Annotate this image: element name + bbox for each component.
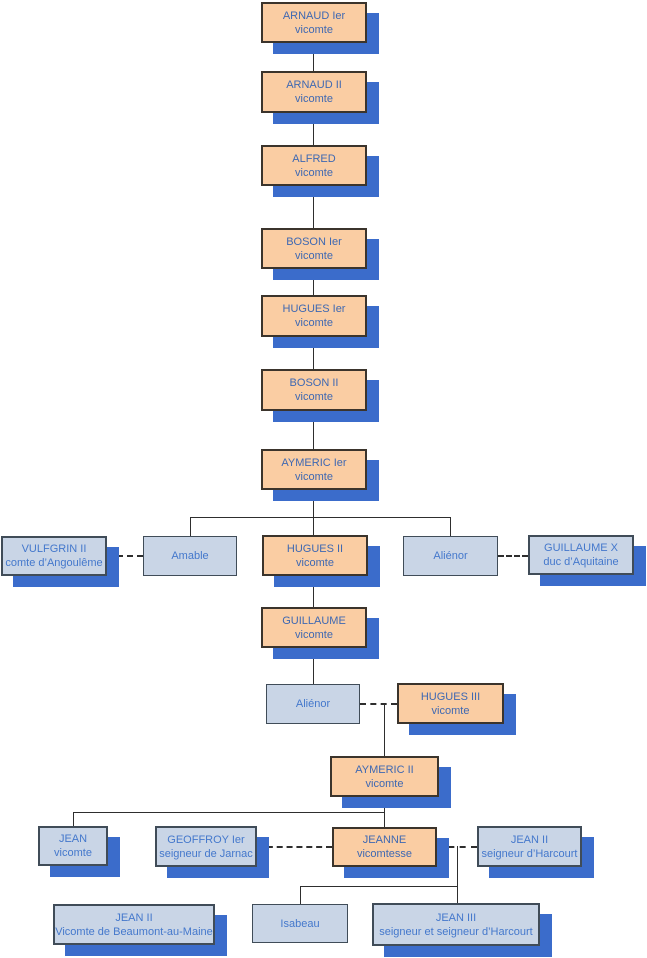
person-title: duc d’Aquitaine — [543, 556, 619, 568]
person-name: GEOFFROY Ier — [167, 833, 245, 846]
person-title: vicomte — [431, 704, 470, 717]
node-alienor: Aliénor — [403, 536, 498, 576]
node-guillaume-x: GUILLAUME X duc d’Aquitaine — [528, 535, 634, 575]
person-title: vicomte — [295, 93, 333, 105]
connector-line — [190, 517, 191, 536]
person-title: comte d’Angoulême — [5, 557, 103, 569]
node-guillaume: GUILLAUME vicomte — [261, 607, 367, 648]
connector-line — [384, 812, 385, 827]
person-name: ALFRED — [292, 152, 336, 165]
node-jeanne: JEANNE vicomtesse — [332, 827, 437, 867]
person-name: JEAN II — [115, 911, 153, 924]
person-name: AYMERIC II — [355, 763, 414, 776]
person-title: vicomte — [54, 847, 92, 859]
person-name: VULFGRIN II — [21, 543, 87, 555]
person-name: GUILLAUME — [282, 614, 346, 627]
person-name: JEAN II — [510, 833, 549, 846]
person-name: GUILLAUME X — [544, 542, 618, 554]
node-arnaud-2: ARNAUD II vicomte — [261, 71, 367, 113]
connector-line — [313, 576, 314, 607]
person-name: HUGUES II — [286, 542, 344, 555]
person-name: JEANNE — [362, 834, 407, 846]
connector-line — [457, 886, 458, 903]
connector-line — [313, 337, 314, 369]
connector-line — [73, 812, 385, 813]
person-name: Amable — [171, 550, 209, 562]
connector-line — [498, 555, 528, 557]
connector-line — [313, 490, 314, 517]
person-name: ARNAUD Ier — [282, 9, 346, 22]
connector-line — [313, 411, 314, 449]
node-amable: Amable — [143, 536, 237, 576]
connector-line — [313, 113, 314, 145]
connector-line — [190, 517, 450, 518]
node-arnaud-1er: ARNAUD Ier vicomte — [261, 2, 367, 43]
person-title: seigneur d’Harcourt — [481, 847, 578, 860]
person-title: vicomte — [295, 391, 333, 403]
node-aymeric-1er: AYMERIC Ier vicomte — [261, 449, 367, 490]
connector-line — [300, 886, 301, 904]
node-isabeau: Isabeau — [252, 904, 348, 943]
person-name: AYMERIC Ier — [281, 456, 347, 469]
connector-line — [450, 517, 451, 536]
node-boson-2: BOSON II vicomte — [261, 369, 367, 411]
connector-line — [313, 648, 314, 684]
node-jean-3: JEAN III seigneur et seigneur d’Harcourt — [372, 903, 540, 946]
person-title: vicomte — [295, 166, 333, 179]
connector-line — [384, 797, 385, 812]
person-name: Aliénor — [295, 698, 331, 710]
node-alfred: ALFRED vicomte — [261, 145, 367, 186]
connector-line — [300, 886, 457, 887]
node-jean: JEAN vicomte — [38, 826, 108, 866]
node-alienor-2: Aliénor — [266, 684, 360, 724]
connector-line — [313, 517, 314, 535]
node-hugues-3: HUGUES III vicomte — [397, 683, 504, 724]
person-title: vicomtesse — [356, 848, 413, 860]
person-title: vicomte — [295, 249, 333, 262]
person-name: JEAN III — [435, 911, 477, 924]
person-title: vicomte — [295, 23, 333, 36]
person-name: Isabeau — [280, 917, 320, 930]
person-name: Aliénor — [433, 550, 468, 562]
connector-line — [73, 812, 74, 826]
node-vulfgrin-2: VULFGRIN II comte d’Angoulême — [1, 536, 107, 576]
node-aymeric-2: AYMERIC II vicomte — [330, 756, 439, 797]
connector-line — [313, 43, 314, 71]
person-name: ARNAUD II — [286, 79, 342, 91]
person-title: seigneur et seigneur d’Harcourt — [379, 925, 533, 938]
connector-line — [437, 846, 477, 848]
node-jean-2-beaumont: JEAN II Vicomte de Beaumont-au-Maine — [53, 904, 215, 945]
connector-line — [457, 846, 458, 886]
connector-line — [384, 703, 385, 756]
connector-line — [313, 269, 314, 295]
person-title: seigneur de Jarnac — [159, 847, 253, 860]
connector-line — [257, 846, 332, 848]
person-title: vicomte — [295, 628, 333, 641]
node-boson-1er: BOSON Ier vicomte — [261, 228, 367, 269]
connector-line — [360, 703, 397, 705]
person-title: Vicomte de Beaumont-au-Maine — [55, 925, 213, 938]
person-title: vicomte — [295, 470, 333, 483]
connector-line — [107, 555, 143, 557]
person-name: HUGUES Ier — [282, 303, 346, 315]
person-name: JEAN — [58, 833, 88, 845]
person-title: vicomte — [295, 317, 333, 329]
node-hugues-1er: HUGUES Ier vicomte — [261, 295, 367, 337]
person-name: HUGUES III — [420, 690, 481, 703]
person-title: vicomte — [365, 777, 404, 790]
node-geoffroy-1er: GEOFFROY Ier seigneur de Jarnac — [155, 826, 257, 867]
person-name: BOSON II — [289, 377, 339, 389]
person-name: BOSON Ier — [286, 235, 342, 248]
connector-line — [313, 186, 314, 228]
person-title: vicomte — [296, 556, 334, 569]
node-hugues-2: HUGUES II vicomte — [262, 535, 368, 576]
node-jean-2-harcourt: JEAN II seigneur d’Harcourt — [477, 826, 582, 867]
